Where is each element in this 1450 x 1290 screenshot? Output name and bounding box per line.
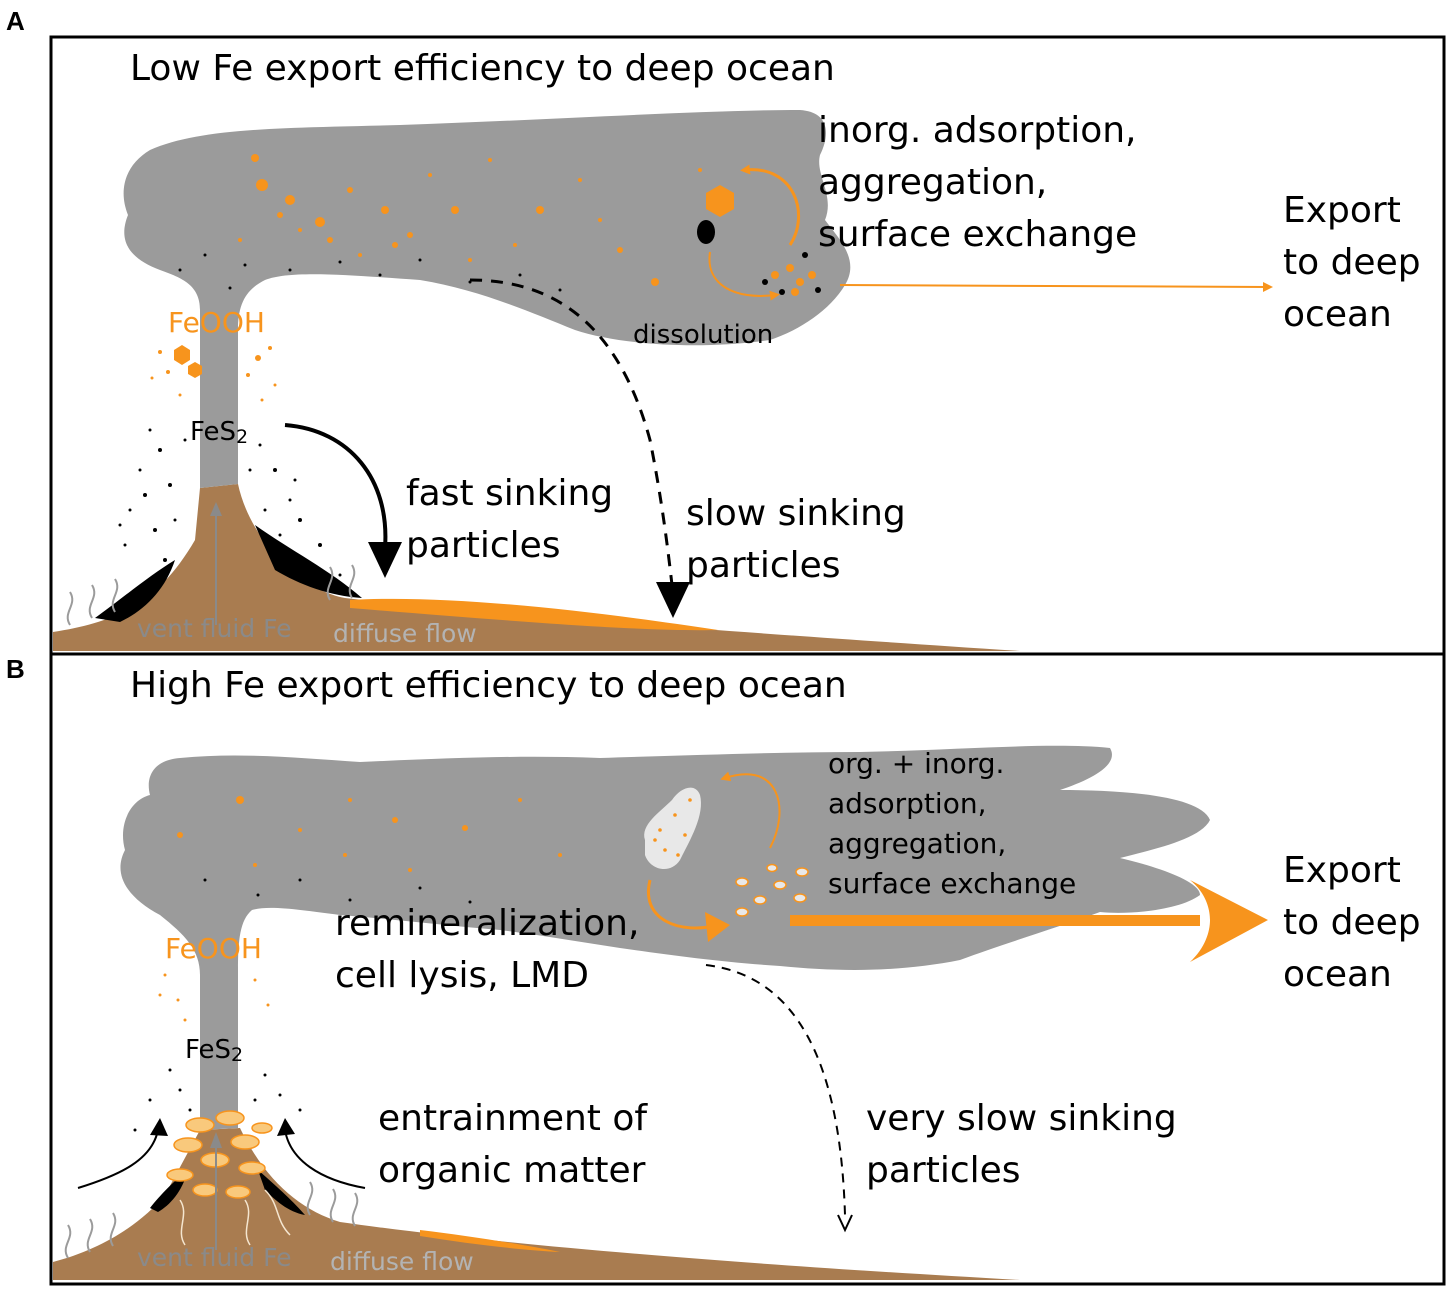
panel-a: A	[6, 6, 1446, 656]
panel-b-entrain-arrow-right	[284, 1129, 366, 1189]
panel-b-process-line-3: aggregation,	[828, 827, 1006, 860]
panel-a-slow-sinking-arrowhead	[656, 582, 690, 618]
panel-b: B	[6, 652, 1446, 1286]
panel-b-shrimp-icon-cluster	[166, 1110, 273, 1199]
panel-a-diffuse-wisps	[66, 564, 356, 626]
panel-b-aggregate-particles	[653, 798, 692, 857]
panel-b-organic-filaments	[179, 1189, 291, 1246]
panel-a-fast-sinking-arrow	[284, 423, 388, 549]
panel-a-export-line-3: ocean	[1283, 294, 1392, 335]
panel-b-export-arrowhead	[1190, 880, 1268, 962]
panel-a-vent-fluid-label: vent fluid Fe	[137, 614, 292, 643]
panel-a-export-arrow	[839, 281, 1273, 292]
panel-b-very-slow-line-2: particles	[866, 1150, 1021, 1191]
panel-b-cycle-arrowhead-bottom	[705, 912, 730, 942]
panel-b-cluster-particles	[735, 863, 809, 917]
panel-b-process-line-2: adsorption,	[828, 787, 986, 820]
panel-a-fast-line-2: particles	[406, 525, 561, 566]
panel-a-slow-line-1: slow sinking	[686, 493, 906, 534]
panel-b-title: High Fe export efficiency to deep ocean	[130, 665, 847, 706]
panel-a-sulfide-left	[95, 560, 175, 622]
panel-a-dissolution-label: dissolution	[633, 320, 773, 350]
panel-a-cycle-arrow-top	[740, 164, 800, 246]
panel-b-stem-orange-particles	[158, 973, 270, 1022]
panel-b-very-slow-line-1: very slow sinking	[866, 1098, 1177, 1139]
panel-b-entrain-arrow-left	[77, 1129, 159, 1189]
panel-a-export-line-2: to deep	[1283, 242, 1421, 283]
panel-b-sulfide-right	[258, 1170, 305, 1215]
panel-b-feooh-label: FeOOH	[165, 932, 262, 965]
panel-b-entrain-line-1: entrainment of	[378, 1098, 648, 1139]
panel-a-stem-black-particles	[118, 428, 342, 592]
panel-b-entrain-arrowhead-left	[150, 1118, 168, 1136]
panel-a-feooh-hexagon-icon	[706, 185, 734, 217]
panel-b-orange-sediment	[420, 1230, 560, 1252]
panel-a-stem-orange-particles	[150, 345, 277, 402]
panel-b-entrain-arrowhead-right	[277, 1118, 295, 1136]
panel-b-process-line-1: org. + inorg.	[828, 747, 1004, 780]
panel-b-entrain-line-2: organic matter	[378, 1150, 646, 1191]
panel-a-plume	[123, 110, 851, 488]
panel-a-export-line-1: Export	[1283, 190, 1401, 231]
panel-a-plume-particles	[238, 154, 702, 286]
panel-a-letter: A	[6, 6, 25, 36]
panel-b-remin-line-1: remineralization,	[335, 903, 639, 944]
panel-b-remin-line-2: cell lysis, LMD	[335, 955, 589, 996]
panel-b-vent-fluid-label: vent fluid Fe	[137, 1243, 292, 1272]
panel-b-plume	[120, 745, 1210, 1130]
panel-a-diffuse-flow-label: diffuse flow	[333, 619, 477, 648]
panel-b-stem-black-particles	[133, 1068, 302, 1132]
panel-a-fes2-particle-icon	[697, 220, 715, 244]
panel-b-export-line-2: to deep	[1283, 902, 1421, 943]
panel-b-export-line-3: ocean	[1283, 954, 1392, 995]
panel-b-vent-arrowhead	[210, 1132, 222, 1148]
panel-a-process-line-2: aggregation,	[818, 162, 1047, 203]
panel-a-fast-sinking-arrowhead	[368, 542, 402, 578]
panel-b-seafloor	[53, 1128, 1020, 1280]
panel-b-diffuse-flow-label: diffuse flow	[330, 1247, 474, 1276]
panel-b-plume-black-dots	[203, 878, 472, 904]
panel-b-very-slow-sinking-arrowhead	[837, 1214, 853, 1233]
panel-a-slow-sinking-arrow	[469, 278, 674, 586]
panel-b-very-slow-sinking-arrow	[705, 964, 846, 1216]
panel-a-process-line-3: surface exchange	[818, 214, 1137, 255]
panel-a-fast-line-1: fast sinking	[406, 473, 613, 514]
panel-a-process-line-1: inorg. adsorption,	[818, 110, 1137, 151]
panel-a-vent-arrowhead	[210, 502, 222, 516]
panel-a-title: Low Fe export efficiency to deep ocean	[130, 48, 835, 89]
panel-a-fes2-label: FeS2	[190, 417, 248, 448]
panel-a-orange-sediment	[350, 598, 718, 631]
panel-b-export-arrow-shaft	[790, 915, 1200, 926]
panel-a-cycle-arrow-bottom	[708, 251, 780, 301]
panel-b-cycle-arrow-top	[720, 771, 781, 849]
panel-b-frame	[49, 652, 1446, 1286]
panel-b-letter: B	[6, 654, 25, 684]
panel-b-diffuse-wisps	[64, 1181, 359, 1259]
panel-a-slow-line-2: particles	[686, 545, 841, 586]
panel-a-seafloor	[53, 484, 1020, 651]
panel-a-feooh-label: FeOOH	[168, 306, 265, 339]
panel-b-fes2-label: FeS2	[185, 1035, 243, 1066]
panel-b-export-line-1: Export	[1283, 850, 1401, 891]
panel-b-process-line-4: surface exchange	[828, 867, 1076, 900]
panel-b-plume-particles	[177, 796, 562, 872]
panel-a-cluster-particles	[762, 252, 821, 296]
panel-b-cycle-arrow-bottom	[647, 879, 719, 930]
panel-b-organic-aggregate-icon	[644, 787, 701, 870]
panel-a-sulfide-right	[255, 525, 362, 598]
